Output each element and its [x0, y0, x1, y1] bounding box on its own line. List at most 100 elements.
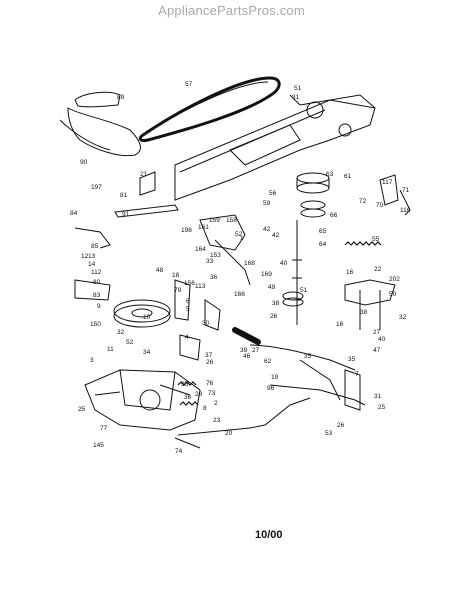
watermark: AppliancePartsPros.com: [158, 3, 305, 18]
part-number-label: 151: [0, 0, 11, 2]
part-number-label: 198: [181, 227, 192, 234]
part-number-label: 26: [270, 313, 278, 320]
part-number-label: 52: [126, 339, 134, 346]
part-number-label: 21: [140, 171, 148, 178]
part-number-label: 7: [355, 371, 359, 378]
part-number-label: 73: [208, 390, 216, 397]
part-number-label: 25: [378, 404, 386, 411]
part-number-label: 31: [374, 393, 382, 400]
part-number-label: 145: [93, 442, 104, 449]
part-number-label: 96: [267, 385, 275, 392]
part-number-label: 19: [271, 374, 279, 381]
part-number-label: 64: [319, 241, 327, 248]
part-number-label: 80: [93, 279, 101, 286]
part-number-label: 91: [122, 211, 130, 218]
part-number-label: 158: [226, 217, 237, 224]
part-number-label: 46: [243, 353, 251, 360]
part-number-label: 34: [143, 349, 151, 356]
part-number-label: 3: [90, 357, 94, 364]
part-number-label: 77: [100, 425, 108, 432]
part-number-label: 53: [325, 430, 333, 437]
part-number-label: 22: [374, 266, 382, 273]
part-number-label: 1: [240, 235, 244, 242]
part-number-label: 169: [261, 271, 272, 278]
part-number-label: 42: [272, 232, 280, 239]
part-number-label: 37: [205, 352, 213, 359]
part-number-label: 81: [120, 192, 128, 199]
mower-deck-belt-icon: [138, 76, 281, 142]
part-number-label: 57: [185, 81, 193, 88]
part-number-label: 79: [174, 287, 182, 294]
part-number-label: 83: [93, 292, 101, 299]
part-number-label: 13: [88, 253, 96, 260]
part-number-label: 85: [91, 243, 99, 250]
part-number-label: 39: [240, 347, 248, 354]
part-number-label: 52: [235, 231, 243, 238]
part-number-label: 84: [70, 210, 78, 217]
part-number-label: 74: [175, 448, 183, 455]
part-number-label: 9: [97, 303, 101, 310]
part-number-label: 38: [360, 309, 368, 316]
part-number-label: 76: [206, 380, 214, 387]
part-number-label: 11: [107, 346, 114, 353]
part-number-label: 47: [373, 347, 381, 354]
part-number-label: 150: [90, 321, 101, 328]
part-number-label: 14: [88, 261, 96, 268]
part-number-label: 117: [382, 179, 393, 186]
part-number-label: 95: [181, 381, 189, 388]
part-number-label: 70: [376, 202, 384, 209]
part-number-label: 16: [336, 321, 344, 328]
part-number-label: 20: [225, 430, 233, 437]
part-number-label: 12: [81, 253, 89, 260]
part-number-label: 202: [389, 276, 400, 283]
part-number-label: 27: [373, 329, 381, 336]
part-number-label: 51: [300, 287, 308, 294]
part-number-label: 197: [91, 184, 102, 191]
part-number-label: 25: [78, 406, 86, 413]
part-number-label: 40: [378, 336, 386, 343]
part-number-label: 112: [91, 269, 102, 276]
part-number-label: 71: [402, 187, 410, 194]
part-number-label: 164: [195, 246, 206, 253]
part-number-label: 113: [195, 283, 206, 290]
part-number-label: 36: [210, 274, 218, 281]
part-number-label: 10: [143, 314, 151, 321]
part-number-label: 31: [292, 94, 300, 101]
part-number-label: 30: [202, 320, 210, 327]
part-number-label: 33: [206, 258, 214, 265]
part-number-label: 51: [294, 85, 302, 92]
part-number-label: 2: [214, 400, 218, 407]
part-number-label: 4: [185, 334, 189, 341]
part-number-label: 18: [172, 272, 180, 279]
part-number-label: 168: [244, 260, 255, 267]
part-number-label: 89: [117, 94, 125, 101]
part-number-label: 90: [80, 159, 88, 166]
part-number-label: 48: [156, 267, 164, 274]
part-number-label: 26: [337, 422, 345, 429]
part-number-label: 116: [400, 207, 411, 214]
part-number-label: 32: [117, 329, 125, 336]
part-number-label: 59: [263, 200, 271, 207]
part-number-label: 63: [326, 171, 334, 178]
part-number-label: 72: [359, 198, 367, 205]
part-number-label: 62: [264, 358, 272, 365]
part-number-label: 16: [346, 269, 354, 276]
part-number-label: 49: [268, 284, 276, 291]
part-number-label: 65: [319, 228, 327, 235]
part-number-label: 36: [184, 394, 192, 401]
part-number-label: 5: [186, 306, 190, 313]
part-number-label: 26: [206, 359, 214, 366]
part-number-label: 6: [186, 298, 190, 305]
part-number-label: 42: [263, 226, 271, 233]
part-number-label: 35: [304, 353, 312, 360]
transaxle-icon: [84, 369, 201, 431]
part-number-label: 55: [372, 236, 380, 243]
part-number-label: 66: [330, 212, 338, 219]
part-number-label: 61: [344, 173, 352, 180]
part-number-label: 32: [399, 314, 407, 321]
part-number-label: 159: [209, 217, 220, 224]
date-code: 10/00: [255, 529, 283, 541]
part-number-label: 35: [348, 356, 356, 363]
